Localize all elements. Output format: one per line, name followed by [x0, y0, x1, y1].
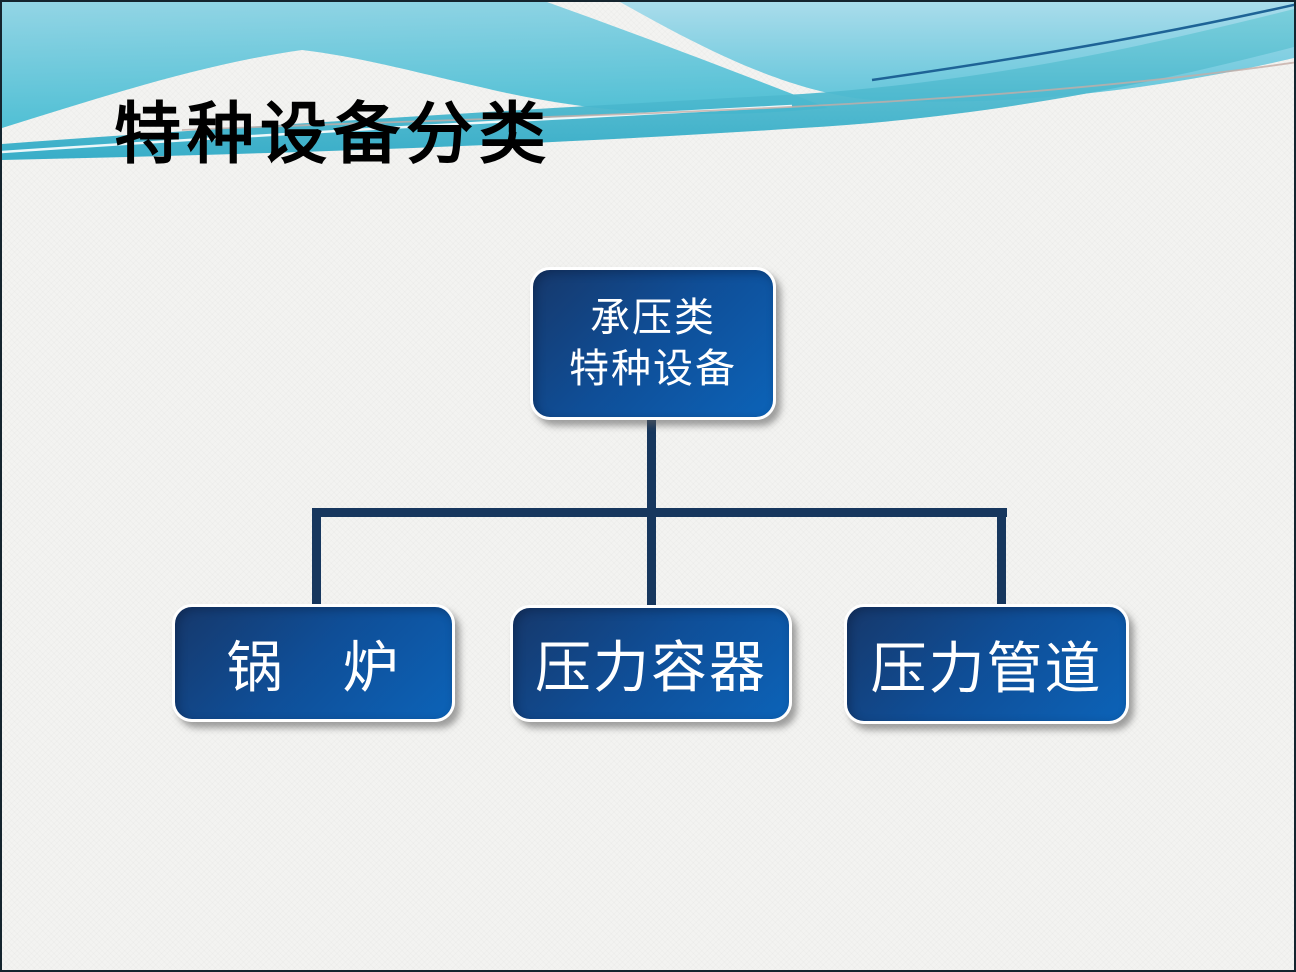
- header-wave-decoration: [2, 2, 1294, 160]
- org-node-boiler-label: 锅 炉: [226, 635, 401, 699]
- org-node-boiler: 锅 炉: [172, 604, 455, 722]
- org-node-pressure-vessel: 压力容器: [510, 605, 792, 722]
- wave-swoosh: [2, 8, 1294, 160]
- org-node-pressure-pipeline-label: 压力管道: [870, 636, 1103, 700]
- connector-drop-left: [312, 508, 321, 604]
- wave-band-left: [2, 2, 828, 128]
- connector-drop-right: [997, 508, 1006, 604]
- org-node-root: 承压类 特种设备: [530, 267, 776, 420]
- slide-title: 特种设备分类: [114, 97, 552, 172]
- org-node-root-line2: 特种设备: [569, 346, 737, 391]
- wave-navy-line: [871, 3, 1294, 82]
- connector-crossbar: [312, 508, 1007, 517]
- wave-rose-line: [181, 61, 1294, 131]
- org-node-pressure-vessel-label: 压力容器: [535, 636, 767, 699]
- org-node-root-line1: 承压类: [590, 295, 716, 340]
- org-node-pressure-pipeline: 压力管道: [844, 604, 1129, 724]
